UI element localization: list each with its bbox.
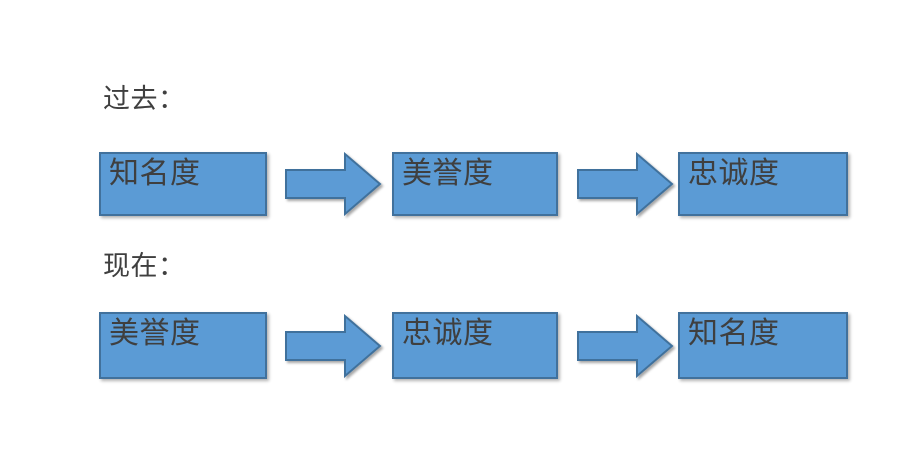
process-box-label: 忠诚度	[688, 157, 780, 190]
process-box-past-step-3[interactable]: 忠诚度	[678, 152, 848, 216]
process-box-label: 知名度	[109, 157, 201, 190]
process-box-past-step-2[interactable]: 美誉度	[392, 152, 558, 216]
process-box-label: 忠诚度	[402, 317, 494, 350]
process-box-present-step-1[interactable]: 美誉度	[99, 312, 267, 379]
arrow-right-icon	[285, 151, 382, 217]
arrow-right-icon	[577, 151, 674, 217]
process-box-label: 知名度	[688, 317, 780, 350]
process-box-past-step-1[interactable]: 知名度	[99, 152, 267, 216]
section-label-present: 现在：	[103, 251, 186, 281]
section-label-past: 过去：	[103, 84, 186, 114]
process-box-label: 美誉度	[109, 317, 201, 350]
arrow-right-icon	[285, 313, 382, 379]
arrow-right-icon	[577, 313, 674, 379]
process-box-present-step-2[interactable]: 忠诚度	[392, 312, 558, 379]
process-box-present-step-3[interactable]: 知名度	[678, 312, 848, 379]
process-box-label: 美誉度	[402, 157, 494, 190]
